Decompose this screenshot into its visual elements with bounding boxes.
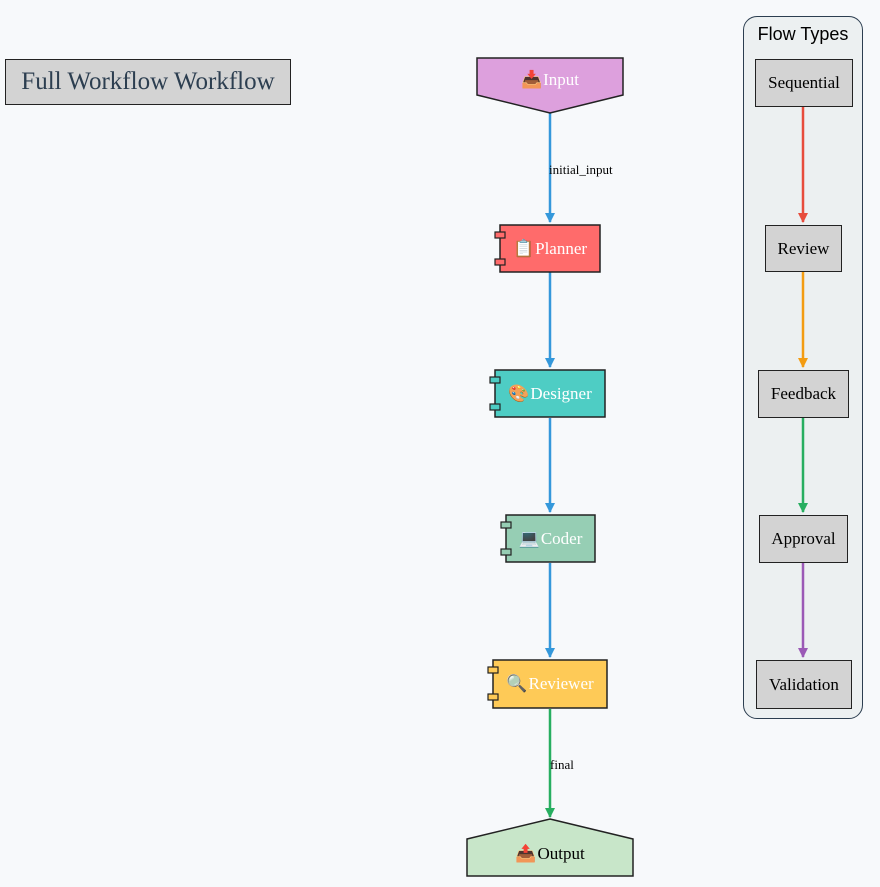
outbox-icon: 📤 [515, 844, 537, 864]
node-input-shape[interactable] [476, 57, 624, 114]
node-designer[interactable]: 🎨 Designer [495, 370, 605, 417]
clipboard-icon: 📋 [512, 238, 535, 259]
legend-item-feedback: Feedback [758, 370, 849, 418]
node-designer-label: Designer [530, 383, 592, 403]
inbox-icon: 📥 [520, 70, 543, 90]
node-coder[interactable]: 💻 Coder [506, 515, 595, 562]
laptop-icon: 💻 [518, 528, 540, 549]
legend-item-sequential: Sequential [755, 59, 853, 107]
node-coder-shape[interactable] [500, 514, 596, 563]
node-planner[interactable]: 📋 Planner [500, 225, 600, 272]
node-output-label: Output [537, 844, 585, 863]
legend-title: Flow Types [757, 24, 849, 44]
legend-item-review: Review [765, 225, 842, 272]
node-designer-shape[interactable] [489, 369, 606, 418]
node-coder-label: Coder [540, 528, 583, 548]
node-output-shape[interactable] [466, 818, 634, 877]
palette-icon: 🎨 [508, 383, 530, 404]
node-reviewer-shape[interactable] [487, 659, 608, 709]
node-planner-label: Planner [535, 238, 588, 258]
edge-label-final: final [550, 757, 574, 772]
node-input-label: Input [543, 70, 580, 89]
node-input[interactable]: 📥 Input [477, 60, 623, 100]
node-output[interactable]: 📤 Output [467, 835, 633, 873]
node-planner-shape[interactable] [494, 224, 601, 273]
magnifier-icon: 🔍 [506, 674, 528, 694]
legend-item-approval: Approval [759, 515, 848, 563]
node-reviewer-label: Reviewer [528, 674, 594, 693]
edge-label-initial-input: initial_input [549, 162, 613, 177]
legend-item-validation: Validation [756, 660, 852, 709]
node-reviewer[interactable]: 🔍 Reviewer [493, 660, 607, 708]
diagram-title: Full Workflow Workflow [5, 59, 291, 105]
